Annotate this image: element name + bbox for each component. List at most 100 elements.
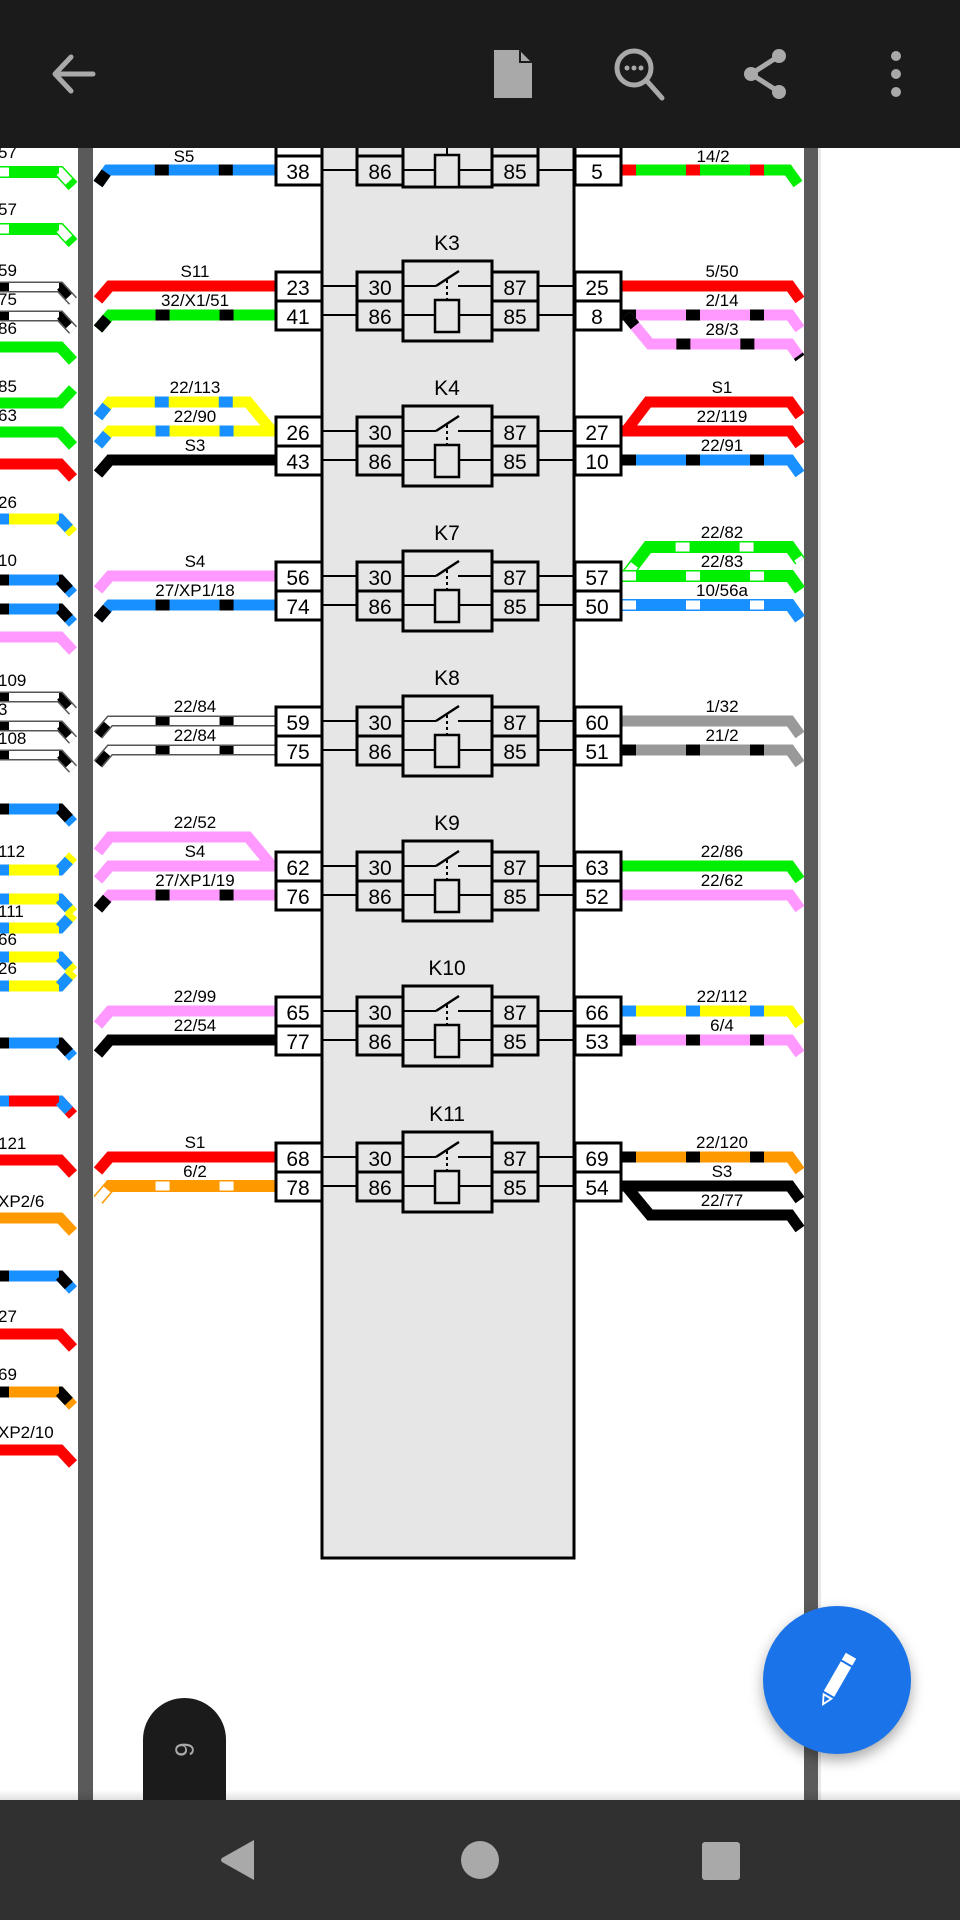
page-number: 6 bbox=[170, 1741, 200, 1757]
terminal-label: 25 bbox=[585, 277, 608, 300]
nav-back-icon bbox=[221, 1840, 254, 1880]
left-column-wire-label: 86 bbox=[0, 319, 17, 338]
wire bbox=[0, 1270, 78, 1294]
wire bbox=[0, 574, 78, 598]
wire bbox=[93, 860, 275, 884]
relay-name: K4 bbox=[434, 377, 460, 400]
switch-blade bbox=[435, 414, 460, 433]
wire-stripe bbox=[0, 1037, 78, 1061]
wire-body bbox=[622, 1180, 805, 1204]
wire bbox=[0, 1037, 78, 1061]
terminal-label: 56 bbox=[286, 567, 309, 590]
wire bbox=[0, 1154, 78, 1178]
back-button[interactable] bbox=[43, 44, 103, 104]
switch-blade bbox=[435, 559, 460, 578]
relay-pin-label: 87 bbox=[503, 277, 526, 300]
coil-symbol bbox=[433, 878, 461, 914]
top-app-bar bbox=[0, 0, 960, 148]
terminal-label: 78 bbox=[286, 1177, 309, 1200]
wire-stripe bbox=[0, 224, 77, 247]
relay-pin bbox=[490, 850, 540, 883]
edit-fab-button[interactable] bbox=[763, 1606, 911, 1754]
wire-label: 28/3 bbox=[705, 320, 738, 339]
wire bbox=[622, 454, 805, 478]
wire-label: 22/119 bbox=[697, 407, 748, 426]
wire bbox=[0, 951, 78, 975]
wire bbox=[622, 860, 805, 884]
relay-pin-label: 86 bbox=[368, 741, 391, 764]
terminal bbox=[573, 415, 623, 448]
more-options-button[interactable] bbox=[866, 44, 926, 104]
wire-body bbox=[622, 1005, 805, 1029]
wire-label: S1 bbox=[185, 1133, 206, 1152]
relay-pin-label: 85 bbox=[503, 1031, 526, 1054]
wire bbox=[0, 631, 78, 655]
wire-body bbox=[621, 396, 805, 435]
right-bus-bar bbox=[804, 148, 818, 1800]
wire-body bbox=[94, 746, 275, 767]
relay-pin bbox=[355, 560, 405, 593]
wire bbox=[0, 166, 78, 191]
terminal-label: 66 bbox=[585, 1002, 608, 1025]
wire bbox=[93, 454, 275, 478]
wire-label: S3 bbox=[185, 436, 206, 455]
relay-pin bbox=[355, 1024, 405, 1057]
wire-body bbox=[621, 311, 805, 362]
wire bbox=[622, 744, 805, 768]
wire-stripe bbox=[0, 283, 76, 304]
terminal-label: 69 bbox=[585, 1148, 608, 1171]
wire-body bbox=[93, 164, 275, 188]
relay-pin bbox=[355, 879, 405, 912]
share-button[interactable] bbox=[735, 44, 795, 104]
left-column-wire-label: 27 bbox=[0, 1307, 17, 1326]
wire bbox=[622, 164, 803, 188]
terminal-label: 10 bbox=[585, 451, 608, 474]
left-column-wire-label: 121 bbox=[0, 1134, 26, 1153]
left-column-wire-label: 108 bbox=[0, 729, 26, 748]
wire bbox=[93, 1180, 275, 1204]
wire-label: 22/86 bbox=[701, 842, 744, 861]
wire-label: 22/84 bbox=[174, 726, 217, 745]
switch-blade bbox=[435, 994, 460, 1013]
nav-home-button[interactable] bbox=[450, 1830, 510, 1890]
terminal bbox=[274, 1170, 324, 1203]
wire-body bbox=[0, 1212, 78, 1236]
left-column-wire-label: 10 bbox=[0, 551, 17, 570]
wire-body bbox=[622, 425, 805, 449]
left-column-wire-label: 59 bbox=[0, 261, 17, 280]
wire-label: S3 bbox=[712, 1162, 733, 1181]
nav-back-button[interactable] bbox=[208, 1830, 268, 1890]
page-indicator[interactable]: 6 bbox=[143, 1698, 226, 1800]
wire-body bbox=[93, 889, 275, 913]
relay-pin-label: 30 bbox=[368, 277, 391, 300]
relay-pin-label: 85 bbox=[503, 161, 526, 184]
terminal-label: 77 bbox=[286, 1031, 309, 1054]
left-column-wire-label: XP2/10 bbox=[0, 1423, 54, 1442]
terminal-label: 5 bbox=[591, 161, 603, 184]
terminal-label: 52 bbox=[585, 886, 608, 909]
nav-recents-button[interactable] bbox=[690, 1830, 750, 1890]
left-column-wire-label: 63 bbox=[0, 406, 17, 425]
wire-body bbox=[622, 309, 805, 333]
wire-body bbox=[94, 1181, 275, 1203]
wire-body bbox=[0, 426, 78, 450]
wire-label: S4 bbox=[185, 842, 206, 861]
relay-pin-label: 30 bbox=[368, 712, 391, 735]
wire bbox=[93, 396, 277, 435]
switch-blade bbox=[435, 704, 460, 723]
relay-pin bbox=[355, 299, 405, 332]
wire-body bbox=[93, 280, 275, 304]
wire-body bbox=[622, 600, 804, 622]
relay-pin bbox=[490, 444, 540, 477]
wire-stripe bbox=[0, 574, 78, 598]
terminal-label: 8 bbox=[591, 306, 603, 329]
terminal-label: 54 bbox=[585, 1177, 609, 1200]
pencil-icon bbox=[822, 1652, 857, 1706]
wire-body bbox=[622, 280, 805, 304]
wire-label: S11 bbox=[181, 262, 210, 281]
find-in-document-button[interactable] bbox=[610, 44, 670, 104]
document-info-button[interactable] bbox=[483, 44, 543, 104]
wire bbox=[93, 1005, 275, 1029]
wire-label: 14/2 bbox=[696, 148, 729, 166]
